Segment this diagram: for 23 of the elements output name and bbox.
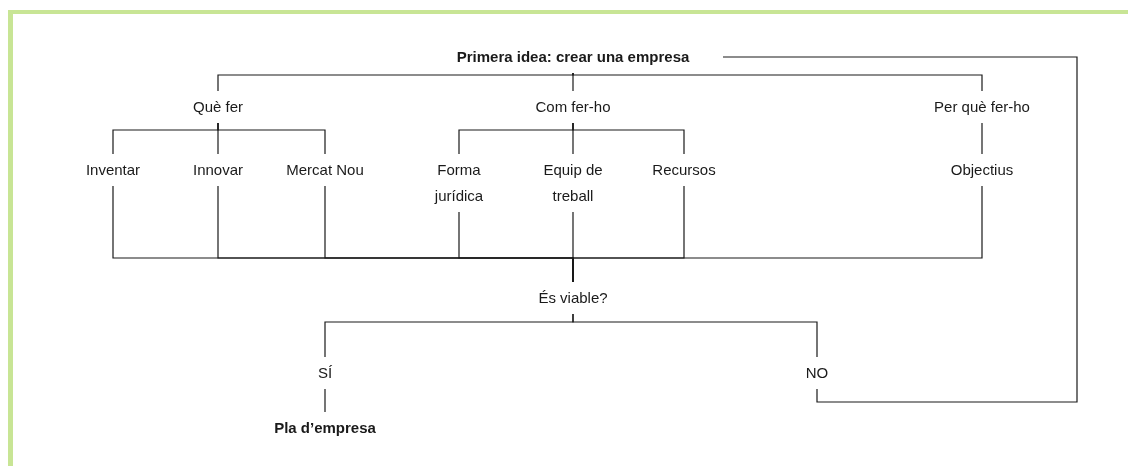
node-text: Primera idea: crear una empresa <box>456 47 690 67</box>
connector-line <box>217 122 326 155</box>
connector-line <box>572 313 818 358</box>
connector-line <box>217 72 574 92</box>
node-text: Innovar <box>192 160 243 180</box>
node-text: Inventar <box>85 160 141 180</box>
node-text: Què fer <box>193 97 243 117</box>
connector-line <box>722 56 1078 403</box>
node-text: Objectius <box>950 160 1014 180</box>
connector-line <box>572 72 983 92</box>
node-text: Mercat Nou <box>286 160 364 180</box>
node-text: Forma jurídica <box>433 160 485 206</box>
node-text: SÍ <box>317 363 333 383</box>
connector-line <box>324 388 326 413</box>
node-text: És viable? <box>538 288 608 308</box>
connector-line <box>981 122 983 155</box>
connector-line <box>572 122 685 155</box>
node-text: Com fer-ho <box>535 97 611 117</box>
node-text: Equip de treball <box>542 160 604 206</box>
node-text: Recursos <box>652 160 716 180</box>
node-text: Pla d’empresa <box>274 418 376 438</box>
node-text: NO <box>805 363 829 383</box>
node-text: Per què fer-ho <box>934 97 1030 117</box>
